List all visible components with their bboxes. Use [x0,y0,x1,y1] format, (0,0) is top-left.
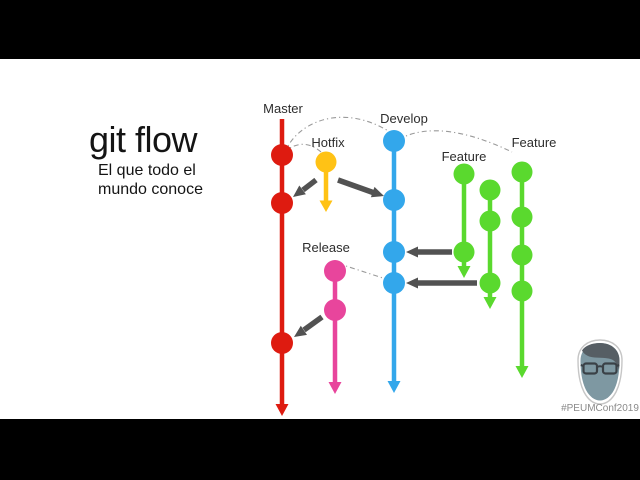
branch-arrowhead-develop [387,381,401,393]
branch-label-hotfix: Hotfix [311,135,345,150]
commit-dot-master [271,144,293,166]
commit-dot-feature [511,206,533,228]
branch-label-feature-right: Feature [511,135,557,150]
merge-arrows [293,177,477,337]
branch-release [324,260,346,394]
letterbox-bottom-bar [0,419,640,480]
commit-dot-master [271,332,293,354]
branch-hotfix [315,151,337,212]
commit-dot-release [324,260,346,282]
commit-dot-feature [511,244,533,266]
branch-arrowhead-master [275,404,289,416]
connector-master-hotfix [289,143,322,153]
branch-label-feature-left: Feature [441,149,487,164]
branch-master [271,119,293,416]
slide-subtitle: El que todo el mundo conoce [98,161,203,199]
connector-develop-feature [405,130,513,153]
merge-arrow-hotfix-to-master [293,177,318,197]
branch-label-master: Master [263,101,303,116]
avatar-hair [582,343,620,370]
hashtag-text: #PEUMConf2019 [561,403,639,414]
branch-connector-curves [287,116,513,280]
commit-dot-feature [479,179,501,201]
branch-feature-2 [479,179,501,309]
branch-feature-3 [511,161,533,378]
merge-arrow-feature1-to-develop [406,246,452,258]
slide-subtitle-line2: mundo conoce [98,181,203,198]
merge-arrow-release-to-master [294,314,324,337]
commit-dot-feature [453,241,475,263]
commit-dot-feature [453,163,475,185]
branch-develop [383,130,405,393]
avatar-glasses [580,362,620,375]
slide-title: git flow [89,119,198,160]
speaker-avatar-icon [577,339,623,405]
commit-dot-hotfix [315,151,337,173]
commit-dot-feature [479,272,501,294]
commit-dot-master [271,192,293,214]
branch-label-develop: Develop [380,111,428,126]
commit-dot-develop [383,189,405,211]
commit-dot-release [324,299,346,321]
branch-arrowhead-hotfix [319,200,333,212]
connector-develop-release [345,265,387,280]
branch-feature-1 [453,163,475,278]
commit-dot-feature [511,280,533,302]
commit-dot-feature [511,161,533,183]
commit-dot-feature [479,210,501,232]
branch-arrowhead-feature-3 [515,366,529,378]
commit-dot-develop [383,272,405,294]
merge-arrow-hotfix-to-develop [337,177,384,198]
branch-arrowhead-feature-1 [457,266,471,278]
commit-dot-develop [383,241,405,263]
letterbox-top-bar [0,0,640,59]
slide-subtitle-line1: El que todo el [98,162,196,179]
branch-arrowhead-feature-2 [483,297,497,309]
connector-master-develop [287,116,391,147]
branch-arrowhead-release [328,382,342,394]
commit-dot-develop [383,130,405,152]
branch-label-release: Release [302,240,350,255]
merge-arrow-feature2-to-develop [406,277,477,289]
